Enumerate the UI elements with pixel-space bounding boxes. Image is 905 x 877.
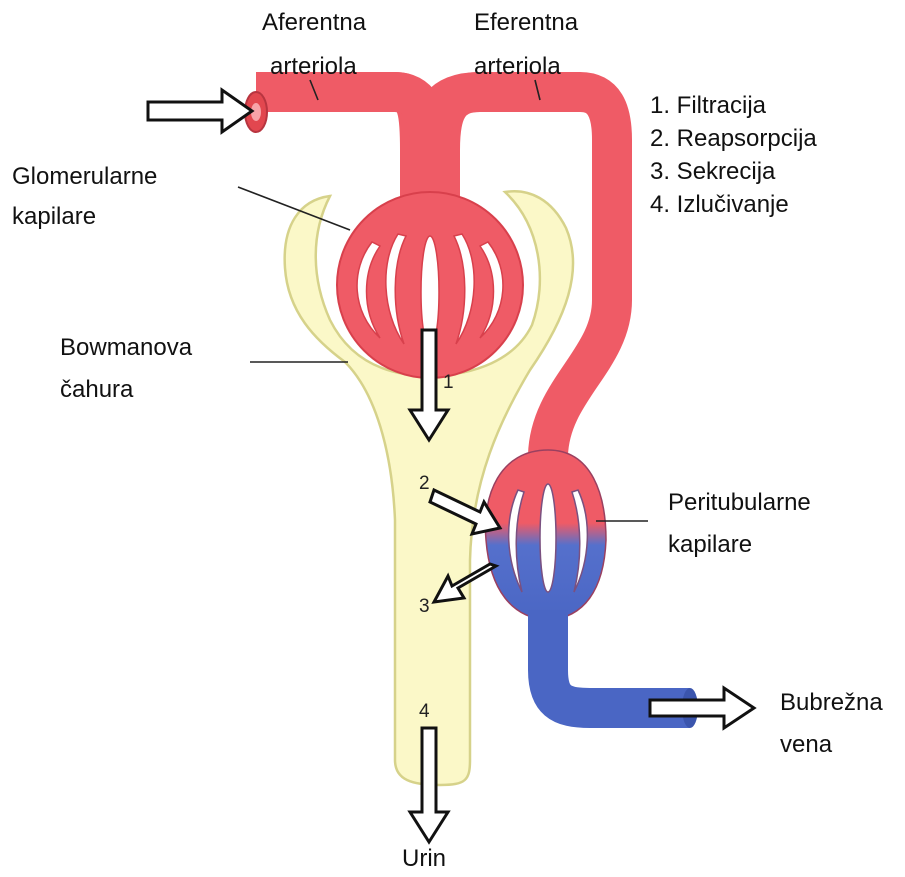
process-legend: 1. Filtracija 2. Reapsorpcija 3. Sekreci…: [650, 92, 817, 218]
label-glomerular-1: Glomerularne: [12, 163, 157, 190]
label-renal-vein-2: vena: [780, 731, 833, 758]
label-bowman-2: čahura: [60, 376, 134, 403]
legend-item-1: 1. Filtracija: [650, 92, 767, 119]
label-efferent-1: Eferentna: [474, 9, 579, 36]
step-number-1: 1: [443, 372, 454, 393]
legend-item-3: 3. Sekrecija: [650, 158, 776, 185]
label-renal-vein-1: Bubrežna: [780, 689, 883, 716]
step-number-4: 4: [419, 701, 430, 722]
label-peritubular-2: kapilare: [668, 531, 752, 558]
step-number-2: 2: [419, 473, 430, 494]
renal-vein: [548, 610, 690, 708]
label-peritubular-1: Peritubularne: [668, 489, 811, 516]
step-number-3: 3: [419, 596, 430, 617]
legend-item-4: 4. Izlučivanje: [650, 191, 789, 218]
label-afferent-2: arteriola: [270, 53, 357, 80]
label-efferent-2: arteriola: [474, 53, 561, 80]
afferent-input-arrow: [148, 90, 252, 132]
label-bowman-1: Bowmanova: [60, 334, 193, 361]
label-urine: Urin: [402, 845, 446, 872]
legend-item-2: 2. Reapsorpcija: [650, 125, 817, 152]
label-glomerular-2: kapilare: [12, 203, 96, 230]
label-afferent-1: Aferentna: [262, 9, 367, 36]
